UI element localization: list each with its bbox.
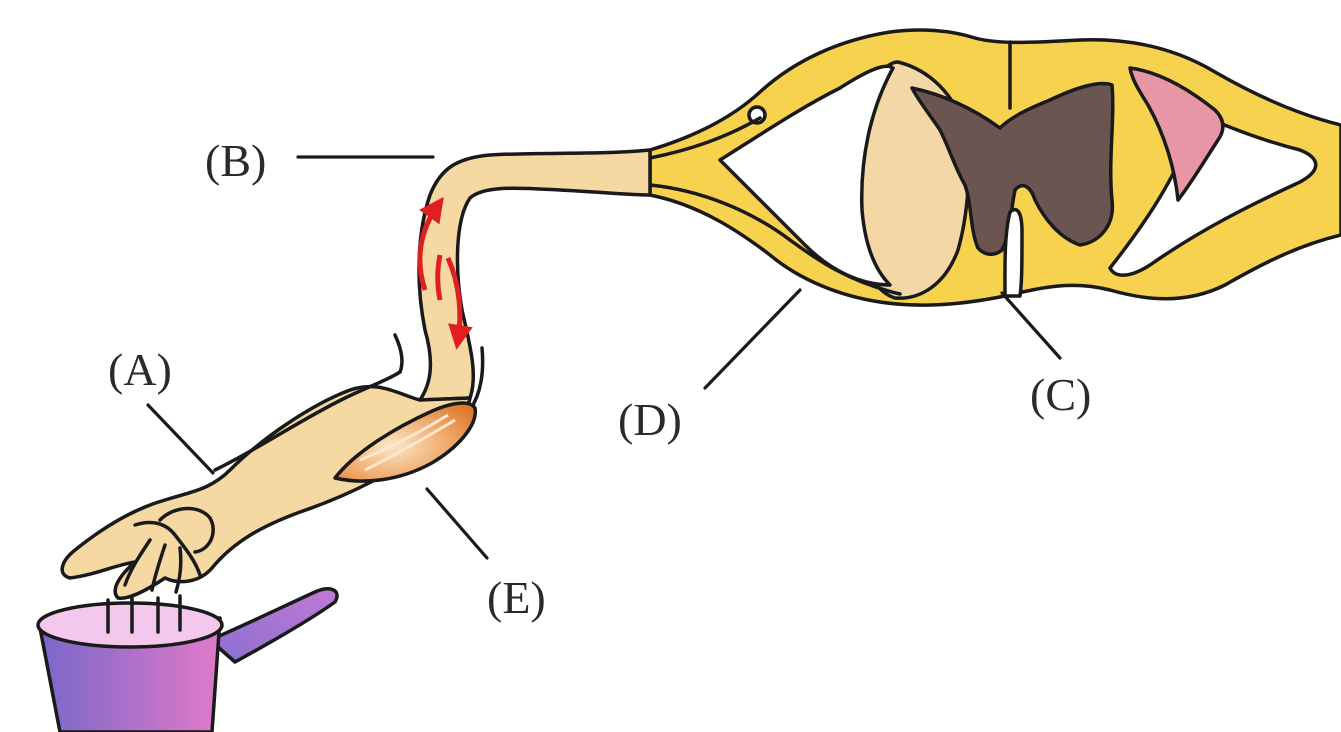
arm xyxy=(62,387,470,599)
leader-line-c xyxy=(1002,293,1060,358)
pot-rim xyxy=(38,603,222,647)
ventral-fissure xyxy=(1005,210,1022,296)
label-e: (E) xyxy=(487,572,546,623)
label-d: (D) xyxy=(618,394,682,445)
spinal-cord xyxy=(650,30,1341,305)
leader-line-e xyxy=(427,489,487,558)
signal-arrow-mid xyxy=(438,255,440,300)
pot-handle xyxy=(210,589,337,662)
label-c: (C) xyxy=(1030,369,1091,420)
hot-pot xyxy=(38,589,337,732)
leader-line-d xyxy=(705,290,800,388)
skin-edge-line-2 xyxy=(395,335,402,372)
leader-line-a xyxy=(148,405,213,473)
label-b: (B) xyxy=(205,135,266,186)
label-a: (A) xyxy=(108,344,172,395)
